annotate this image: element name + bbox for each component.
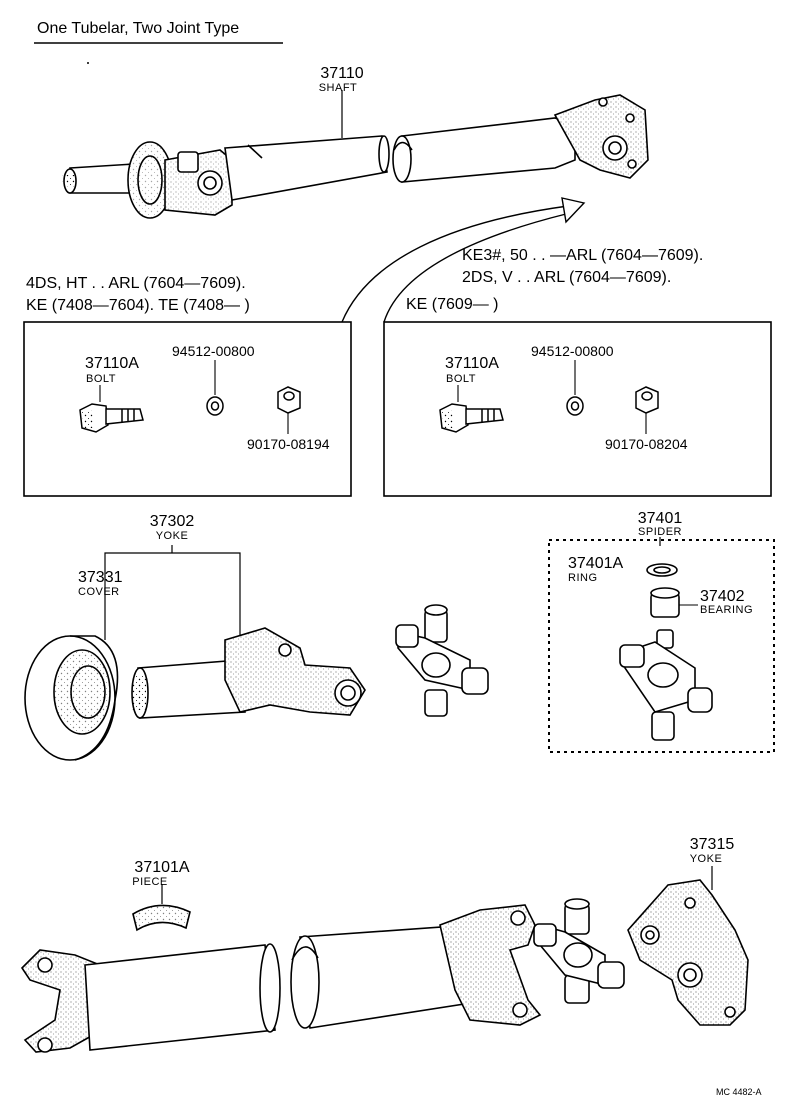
left-variant-box xyxy=(23,321,352,497)
shaft-part-name: SHAFT xyxy=(318,82,358,94)
piece-part-name: PIECE xyxy=(132,876,168,888)
left-application-line-1: 4DS, HT . . ARL (7604—7609). xyxy=(26,275,246,292)
bearing-part-number: 37402 xyxy=(700,588,745,605)
nut-right-part-number: 90170-08204 xyxy=(605,436,688,452)
cover-part-name: COVER xyxy=(78,586,120,598)
bolt-left-part-number: 37110A xyxy=(85,355,139,372)
yoke-sleeve-part-name: YOKE xyxy=(155,530,189,542)
right-variant-box xyxy=(383,321,772,497)
washer-left-part-number: 94512-00800 xyxy=(172,343,255,359)
diagram-title: One Tubelar, Two Joint Type xyxy=(37,20,240,37)
cover-part-number: 37331 xyxy=(78,569,123,586)
right-application-line-1: KE3#, 50 . . —ARL (7604—7609). xyxy=(462,247,704,264)
yoke-flange-part-number: 37315 xyxy=(689,836,735,853)
yoke-sleeve-drawing xyxy=(24,545,366,761)
bottom-shaft-drawing xyxy=(20,866,749,1053)
shaft-part-number: 37110 xyxy=(320,65,364,82)
left-application-line-2: KE (7408—7604). TE (7408— ) xyxy=(26,297,250,314)
bolt-right-part-number: 37110A xyxy=(445,355,499,372)
spider-detail-box xyxy=(548,539,775,753)
yoke-sleeve-part-number: 37302 xyxy=(149,513,195,530)
nut-left-part-number: 90170-08194 xyxy=(247,436,330,452)
washer-right-part-number: 94512-00800 xyxy=(531,343,614,359)
spider-part-name: SPIDER xyxy=(638,526,682,538)
bearing-part-name: BEARING xyxy=(700,604,754,616)
reference-arrow xyxy=(341,197,586,323)
piece-part-number: 37101A xyxy=(134,859,190,876)
spider-drawing-middle xyxy=(395,604,489,717)
ring-part-number: 37401A xyxy=(568,555,624,572)
yoke-flange-part-name: YOKE xyxy=(689,853,723,865)
spider-exploded-drawing xyxy=(619,537,713,741)
spider-part-number: 37401 xyxy=(637,510,683,527)
bolt-left-part-name: BOLT xyxy=(86,373,116,385)
figure-code: MC 4482-A xyxy=(716,1087,762,1097)
right-application-line-2: 2DS, V . . ARL (7604—7609). xyxy=(462,269,672,286)
ring-part-name: RING xyxy=(568,572,598,584)
right-application-line-3: KE (7609— ) xyxy=(406,296,499,313)
propeller-shaft-drawing xyxy=(62,90,649,219)
bolt-right-part-name: BOLT xyxy=(446,373,476,385)
